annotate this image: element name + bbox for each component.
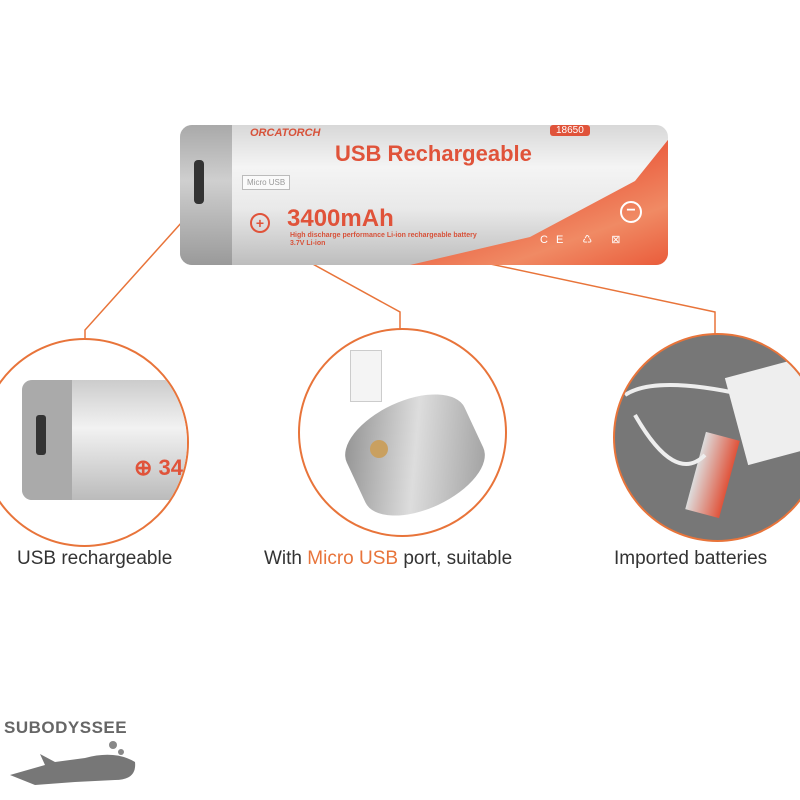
- scuba-diver-icon: [10, 741, 136, 785]
- feature-circle-imported: [613, 333, 800, 542]
- battery-cap: [180, 125, 232, 265]
- feature-circle-micro-usb: [298, 328, 507, 537]
- certification-icons: CE ♺ ⊠: [540, 234, 629, 246]
- description-text: High discharge performance Li-ion rechar…: [290, 232, 477, 239]
- caption-micro-usb: With Micro USB port, suitable: [264, 548, 512, 570]
- voltage-text: 3.7V Li-ion: [290, 240, 326, 247]
- battery-model: 18650: [550, 125, 590, 136]
- micro-usb-label: Micro USB: [242, 175, 291, 190]
- usb-plug: [350, 350, 382, 402]
- feature-circle-usb: ⊕ 34: [0, 338, 189, 547]
- battery-description: High discharge performance Li-ion rechar…: [290, 232, 477, 248]
- caption-part: port, suitable: [398, 548, 513, 569]
- micro-usb-port: [194, 160, 204, 204]
- battery-image: ORCATORCH 18650 USB Rechargeable Micro U…: [180, 125, 668, 265]
- watermark-logo: SUBODYSSEE: [4, 718, 128, 737]
- minus-icon: −: [620, 201, 642, 223]
- battery-title: USB Rechargeable: [335, 141, 532, 166]
- battery-capacity: 3400mAh: [287, 205, 394, 232]
- caption-highlight: Micro USB: [307, 548, 399, 569]
- battery-terminal: [370, 440, 388, 458]
- plus-icon: +: [250, 213, 270, 233]
- battery-brand: ORCATORCH: [250, 127, 321, 139]
- battery-closeup: ⊕ 34: [22, 380, 187, 500]
- caption-imported-batteries: Imported batteries: [614, 548, 768, 569]
- caption-part: With: [264, 548, 308, 569]
- caption-usb-rechargeable: USB rechargeable: [17, 548, 173, 569]
